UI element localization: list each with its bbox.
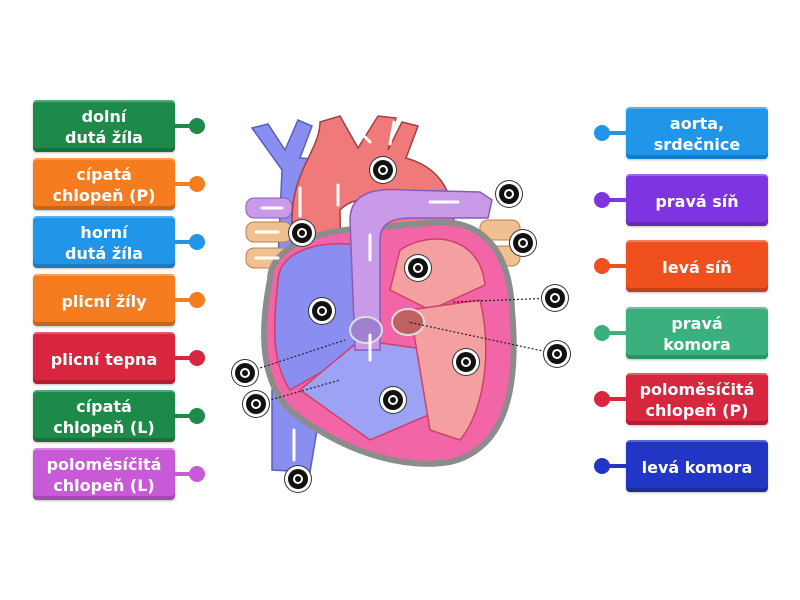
draggable-label[interactable]: horní dutá žíla bbox=[33, 216, 175, 268]
draggable-label[interactable]: plicní žíly bbox=[33, 274, 175, 326]
drop-target-marker[interactable] bbox=[288, 469, 308, 489]
draggable-label[interactable]: levá komora bbox=[626, 440, 768, 492]
drop-target-marker[interactable] bbox=[235, 363, 255, 383]
heart-diagram bbox=[244, 115, 558, 473]
draggable-label[interactable]: levá síň bbox=[626, 240, 768, 292]
draggable-label[interactable]: aorta, srdečnice bbox=[626, 107, 768, 159]
left-atrium bbox=[389, 238, 486, 311]
drop-target-marker[interactable] bbox=[383, 390, 403, 410]
drop-target-marker[interactable] bbox=[292, 223, 312, 243]
drop-target-marker[interactable] bbox=[408, 258, 428, 278]
draggable-label[interactable]: cípatá chlopeň (P) bbox=[33, 158, 175, 210]
drop-target-marker[interactable] bbox=[373, 160, 393, 180]
drop-target-marker[interactable] bbox=[547, 344, 567, 364]
drop-target-marker[interactable] bbox=[312, 301, 332, 321]
draggable-label[interactable]: poloměsíčitá chlopeň (L) bbox=[33, 448, 175, 500]
drop-target-marker[interactable] bbox=[456, 352, 476, 372]
drop-target-marker[interactable] bbox=[499, 184, 519, 204]
drop-target-marker[interactable] bbox=[545, 288, 565, 308]
draggable-label[interactable]: cípatá chlopeň (L) bbox=[33, 390, 175, 442]
draggable-label[interactable]: pravá komora bbox=[626, 307, 768, 359]
draggable-label[interactable]: pravá síň bbox=[626, 174, 768, 226]
drop-target-marker[interactable] bbox=[246, 394, 266, 414]
draggable-label[interactable]: plicní tepna bbox=[33, 332, 175, 384]
drop-target-marker[interactable] bbox=[513, 233, 533, 253]
draggable-label[interactable]: poloměsíčitá chlopeň (P) bbox=[626, 373, 768, 425]
draggable-label[interactable]: dolní dutá žíla bbox=[33, 100, 175, 152]
